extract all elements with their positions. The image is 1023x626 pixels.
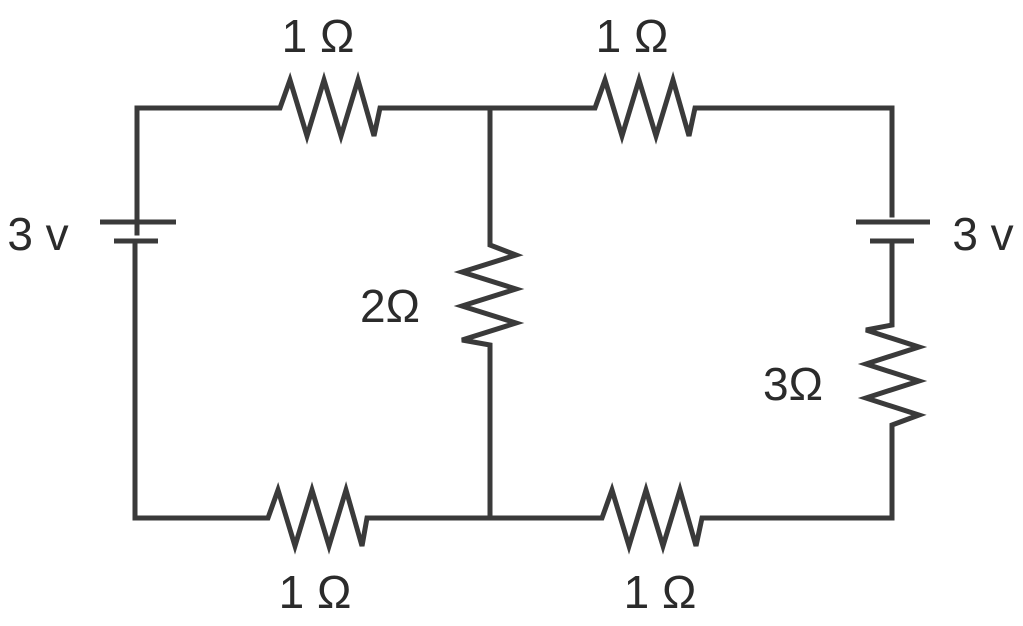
battery-right — [856, 219, 930, 244]
wire-top-left — [134, 71, 493, 236]
wire-middle — [453, 105, 525, 521]
label-r-middle: 2Ω — [360, 280, 420, 332]
label-r-top-left: 1 Ω — [282, 10, 355, 62]
battery-left — [100, 219, 176, 244]
label-battery-right: 3 v — [952, 208, 1013, 260]
label-r-bottom-right: 1 Ω — [624, 566, 697, 618]
label-r-bottom-left: 1 Ω — [279, 566, 352, 618]
wire-bottom-right — [487, 240, 928, 555]
label-r-right: 3Ω — [763, 358, 823, 410]
label-r-top-right: 1 Ω — [596, 10, 669, 62]
wire-left — [132, 242, 493, 555]
label-battery-left: 3 v — [7, 208, 68, 260]
wire-top-right — [487, 71, 895, 218]
